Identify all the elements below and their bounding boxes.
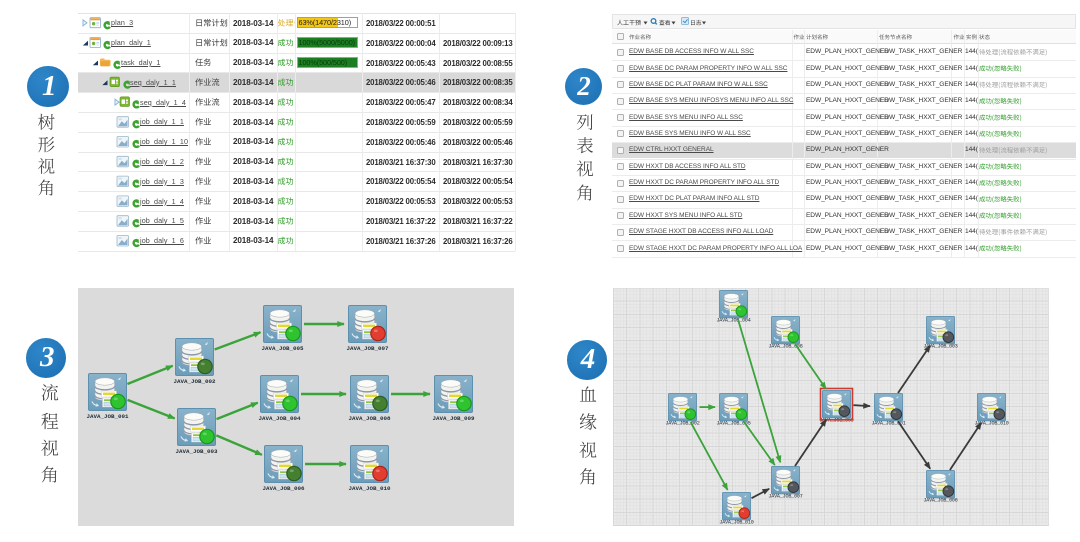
svg-text:JAVA_JOB_001: JAVA_JOB_001 [871,421,905,427]
svg-text:JAVA_JOB_001: JAVA_JOB_001 [86,413,129,420]
svg-text:JAVA_JOB_009: JAVA_JOB_009 [819,418,853,424]
svg-text:JAVA_JOB_006: JAVA_JOB_006 [923,498,957,504]
svg-text:JAVA_JOB_010: JAVA_JOB_010 [719,520,753,526]
svg-text:JAVA_JOB_010: JAVA_JOB_010 [974,421,1008,427]
svg-text:JAVA_JOB_005: JAVA_JOB_005 [261,345,304,352]
svg-text:JAVA_JOB_002: JAVA_JOB_002 [173,378,216,385]
svg-text:JAVA_JOB_004: JAVA_JOB_004 [258,415,301,422]
svg-text:JAVA_JOB_003: JAVA_JOB_003 [175,448,218,455]
svg-text:JAVA_JOB_008: JAVA_JOB_008 [348,415,391,422]
svg-text:JAVA_JOB_005: JAVA_JOB_005 [716,421,750,427]
svg-text:JAVA_JOB_009: JAVA_JOB_009 [432,415,475,422]
svg-text:JAVA_JOB_002: JAVA_JOB_002 [665,421,699,427]
svg-text:JAVA_JOB_003: JAVA_JOB_003 [923,344,957,350]
svg-text:JAVA_JOB_008: JAVA_JOB_008 [768,344,802,350]
svg-text:JAVA_JOB_007: JAVA_JOB_007 [768,494,802,500]
svg-text:JAVA_JOB_010: JAVA_JOB_010 [348,485,391,492]
svg-text:JAVA_JOB_006: JAVA_JOB_006 [262,485,305,492]
svg-text:JAVA_JOB_004: JAVA_JOB_004 [716,318,750,324]
svg-text:JAVA_JOB_007: JAVA_JOB_007 [346,345,389,352]
